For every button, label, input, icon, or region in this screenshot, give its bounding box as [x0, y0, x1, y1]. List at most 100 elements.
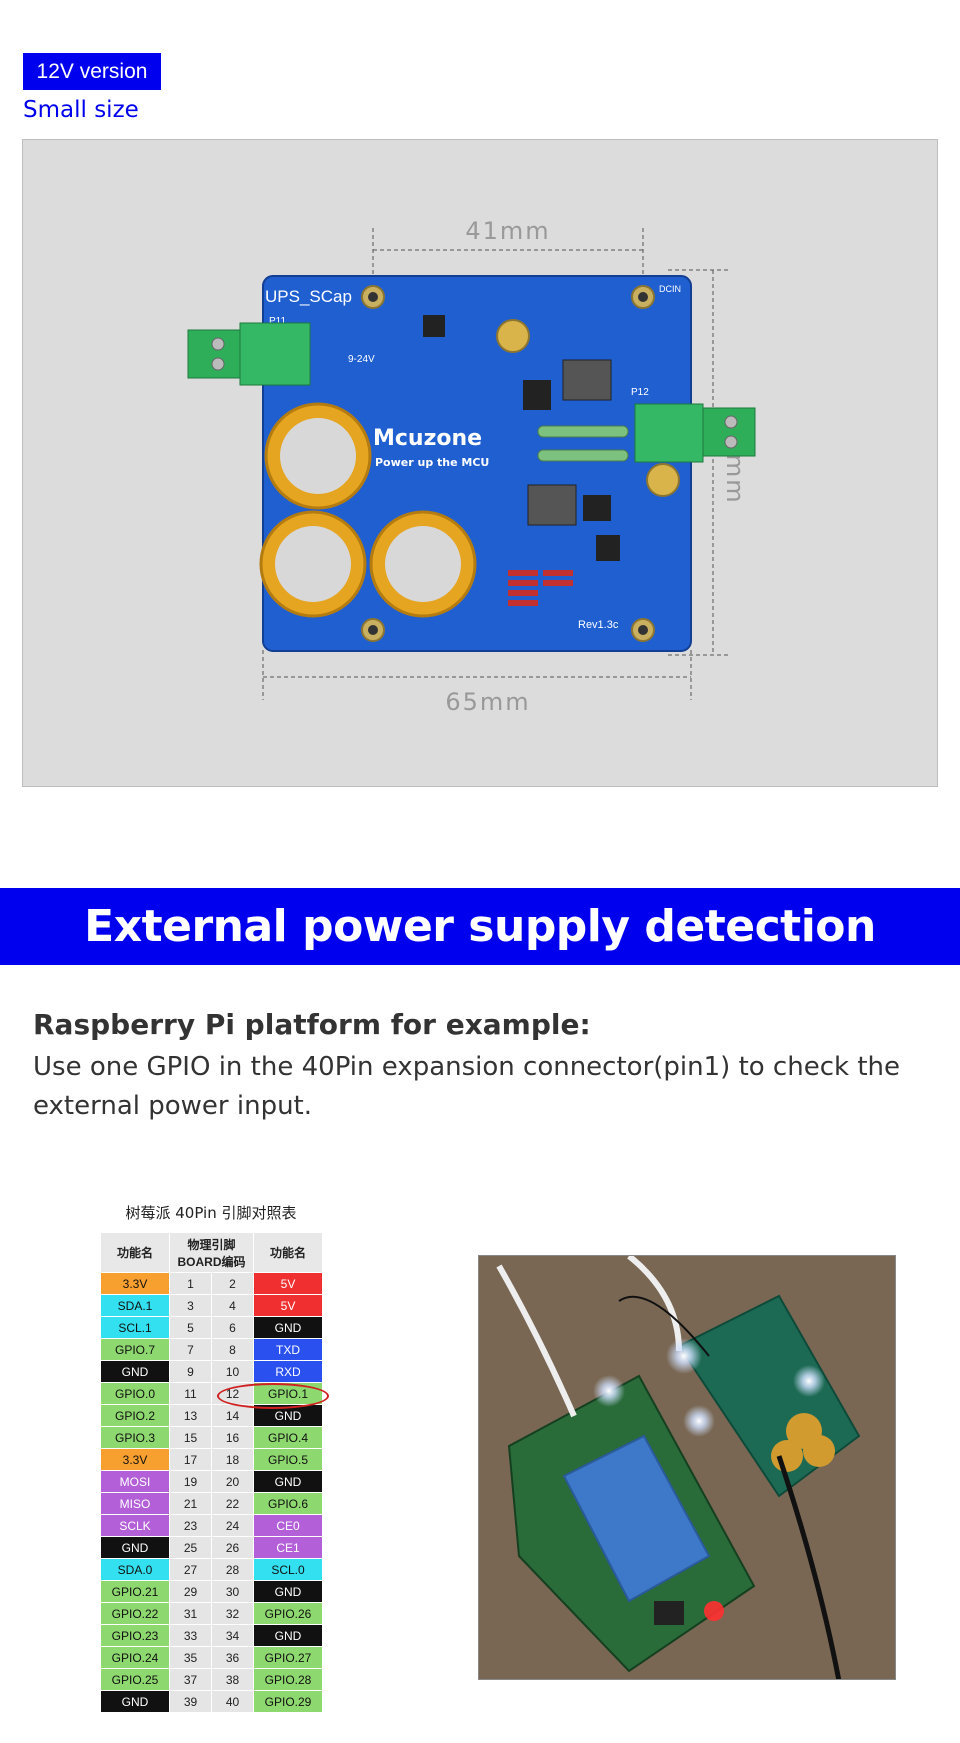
pin-function-cell: GND: [253, 1580, 323, 1603]
pin-number-cell: 7: [169, 1338, 212, 1361]
pin-function-cell: GPIO.5: [253, 1448, 323, 1471]
header-function-right: 功能名: [253, 1232, 323, 1273]
pin-function-cell: GPIO.24: [100, 1646, 170, 1669]
board-illustration: 41mm 65mm 58mm UPS_SCap P11 9-24V DCIN P…: [187, 217, 756, 716]
pin-number-cell: 10: [211, 1360, 254, 1383]
pin-function-cell: GPIO.22: [100, 1602, 170, 1625]
pin-number-cell: 8: [211, 1338, 254, 1361]
pin-function-cell: GPIO.2: [100, 1404, 170, 1427]
pin-number-cell: 26: [211, 1536, 254, 1559]
pin-function-cell: TXD: [253, 1338, 323, 1361]
size-subtitle: Small size: [23, 97, 139, 123]
board-photo: 41mm 65mm 58mm UPS_SCap P11 9-24V DCIN P…: [22, 139, 938, 787]
pin-number-cell: 23: [169, 1514, 212, 1537]
pin-function-cell: 5V: [253, 1272, 323, 1295]
pin-number-cell: 5: [169, 1316, 212, 1339]
pin-function-cell: GPIO.21: [100, 1580, 170, 1603]
pin-function-cell: GPIO.6: [253, 1492, 323, 1515]
pin-number-cell: 2: [211, 1272, 254, 1295]
pin-number-cell: 33: [169, 1624, 212, 1647]
pin-function-cell: GPIO.25: [100, 1668, 170, 1691]
pin-function-cell: RXD: [253, 1360, 323, 1383]
pin-function-cell: GND: [253, 1316, 323, 1339]
pin-number-cell: 27: [169, 1558, 212, 1581]
mcuzone-logo: Mcuzone: [373, 426, 482, 451]
section-heading: Raspberry Pi platform for example:: [33, 1008, 591, 1041]
pin-function-cell: CE0: [253, 1514, 323, 1537]
pin-number-cell: 3: [169, 1294, 212, 1317]
supercap-icons: [259, 402, 477, 618]
dimension-41mm: 41mm: [465, 217, 550, 245]
pin-number-cell: 21: [169, 1492, 212, 1515]
pin-function-cell: GND: [100, 1360, 170, 1383]
pin-number-cell: 36: [211, 1646, 254, 1669]
pin-function-cell: GND: [100, 1690, 170, 1713]
pin-number-cell: 4: [211, 1294, 254, 1317]
section-description: Use one GPIO in the 40Pin expansion conn…: [33, 1052, 900, 1121]
pin-function-cell: MISO: [100, 1492, 170, 1515]
pin-number-cell: 29: [169, 1580, 212, 1603]
pin-number-cell: 37: [169, 1668, 212, 1691]
header-function-left: 功能名: [100, 1232, 170, 1273]
pin-number-cell: 24: [211, 1514, 254, 1537]
pin-number-cell: 6: [211, 1316, 254, 1339]
pin-number-cell: 9: [169, 1360, 212, 1383]
revision-label: Rev1.3c: [578, 619, 619, 631]
pin-number-cell: 30: [211, 1580, 254, 1603]
board-slogan: Power up the MCU: [375, 456, 489, 469]
pin-function-cell: CE1: [253, 1536, 323, 1559]
pin-function-cell: GPIO.26: [253, 1602, 323, 1625]
pin-function-cell: GPIO.4: [253, 1426, 323, 1449]
pin-function-cell: SCL.0: [253, 1558, 323, 1581]
pin-number-cell: 40: [211, 1690, 254, 1713]
pin-function-cell: SDA.0: [100, 1558, 170, 1581]
pin-number-cell: 22: [211, 1492, 254, 1515]
pin-function-cell: GPIO.7: [100, 1338, 170, 1361]
pin-number-cell: 31: [169, 1602, 212, 1625]
pin-number-cell: 34: [211, 1624, 254, 1647]
pin-function-cell: SCL.1: [100, 1316, 170, 1339]
pin-number-cell: 1: [169, 1272, 212, 1295]
pin-number-cell: 20: [211, 1470, 254, 1493]
dimension-65mm: 65mm: [445, 688, 530, 716]
version-badge: 12V version: [23, 53, 161, 90]
pin-table-caption: 树莓派 40Pin 引脚对照表: [125, 1204, 297, 1222]
pin-number-cell: 14: [211, 1404, 254, 1427]
pin-number-cell: 25: [169, 1536, 212, 1559]
pin-function-cell: GPIO.23: [100, 1624, 170, 1647]
pin-number-cell: 28: [211, 1558, 254, 1581]
pin-function-cell: GND: [100, 1536, 170, 1559]
pin-number-cell: 11: [169, 1382, 212, 1405]
pin-number-cell: 38: [211, 1668, 254, 1691]
p12-label: P12: [631, 387, 649, 398]
voltage-label: 9-24V: [348, 354, 375, 365]
pin-function-cell: SCLK: [100, 1514, 170, 1537]
pin-function-cell: GPIO.28: [253, 1668, 323, 1691]
pin-function-cell: MOSI: [100, 1470, 170, 1493]
gpio1-highlight-circle: [217, 1383, 329, 1409]
section-banner: External power supply detection: [0, 888, 960, 965]
pin-function-cell: GND: [253, 1624, 323, 1647]
pin-number-cell: 18: [211, 1448, 254, 1471]
pin-number-cell: 39: [169, 1690, 212, 1713]
p11-label: P11: [269, 316, 286, 327]
raspberry-pi-illustration: [479, 1256, 895, 1679]
board-name: UPS_SCap: [265, 287, 352, 306]
pin-number-cell: 19: [169, 1470, 212, 1493]
pin-function-cell: GPIO.3: [100, 1426, 170, 1449]
